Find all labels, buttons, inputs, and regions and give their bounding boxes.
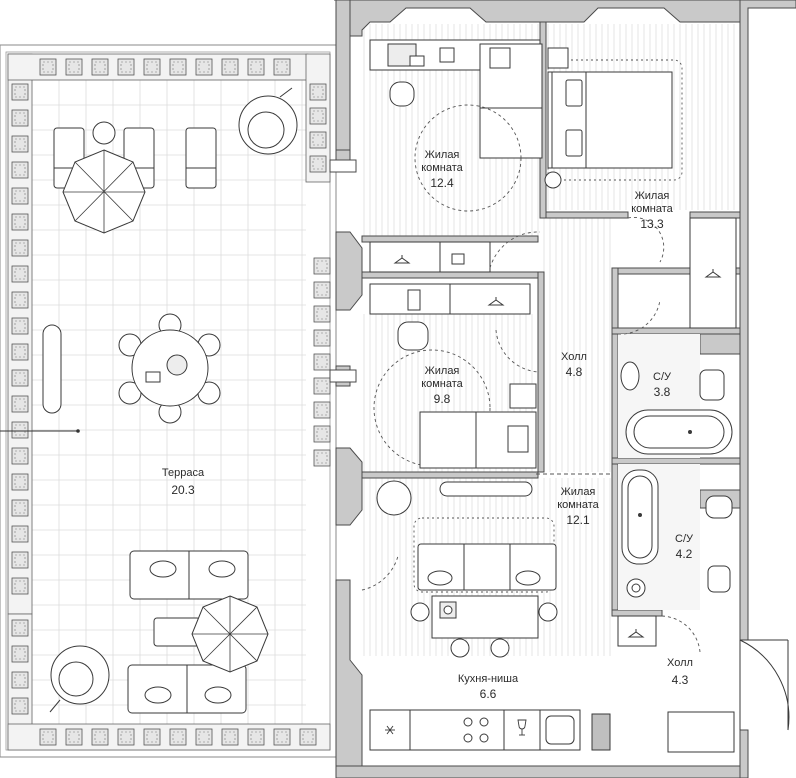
room-name-living-4b: комната — [557, 499, 599, 511]
apartment: Жилая комната 12.4 Жилая комната 13.3 — [329, 0, 796, 778]
room-area-bath-2: 4.2 — [676, 547, 693, 561]
outdoor-sofa-set — [127, 550, 269, 714]
room-name-kitchen: Кухня-ниша — [458, 673, 519, 685]
hanger-icon — [627, 629, 645, 638]
round-dining-table — [118, 313, 221, 424]
room-name-hall-2: Холл — [667, 657, 693, 669]
room-name-living-3a: Жилая — [425, 365, 460, 377]
bathroom-2: С/У 4.2 — [618, 464, 733, 610]
snowflake-icon — [385, 725, 395, 735]
outer-walls — [329, 0, 796, 778]
terrace-planters — [11, 58, 331, 746]
room-area-bath-1: 3.8 — [654, 385, 671, 399]
room-name-living-2a: Жилая — [635, 190, 670, 202]
wine-glass-icon — [517, 719, 527, 736]
room-area-hall-2: 4.3 — [672, 673, 689, 687]
umbrella-top — [62, 149, 146, 234]
dining-table — [410, 595, 558, 658]
room-name-living-1b: комната — [421, 162, 463, 174]
hall-2: Холл 4.3 — [617, 615, 790, 753]
living-room-4: Жилая комната 12.1 — [376, 480, 600, 593]
room-area-living-3: 9.8 — [434, 392, 451, 406]
room-name-terrace: Терраса — [162, 467, 205, 479]
bench — [42, 324, 62, 414]
living-room-2: Жилая комната 13.3 — [544, 47, 683, 231]
room-area-living-4: 12.1 — [566, 513, 590, 527]
room-area-kitchen: 6.6 — [480, 687, 497, 701]
wardrobe — [689, 217, 737, 329]
hanger-icon — [487, 297, 505, 306]
room-name-living-1a: Жилая — [425, 149, 460, 161]
terrace: Терраса 20.3 — [0, 44, 337, 758]
living-room-1: Жилая комната 12.4 — [369, 39, 543, 273]
inner-walls — [361, 21, 741, 617]
bathroom-1: С/У 3.8 — [618, 334, 733, 458]
round-armchair-top — [238, 87, 298, 155]
room-area-living-1: 12.4 — [430, 176, 454, 190]
room-area-hall-1: 4.8 — [566, 365, 583, 379]
living-room-3: Жилая комната 9.8 — [369, 283, 537, 469]
hanger-icon — [704, 269, 722, 278]
kitchen: Кухня-ниша 6.6 — [369, 673, 611, 751]
room-name-living-4a: Жилая — [561, 486, 596, 498]
room-name-living-3b: комната — [421, 378, 463, 390]
room-name-bath-1: С/У — [653, 371, 672, 383]
room-name-hall-1: Холл — [561, 351, 587, 363]
round-armchair-bottom — [49, 645, 110, 713]
room-name-living-2b: комната — [631, 203, 673, 215]
room-area-terrace: 20.3 — [171, 483, 195, 497]
room-name-bath-2: С/У — [675, 533, 694, 545]
hanger-icon — [393, 255, 411, 264]
